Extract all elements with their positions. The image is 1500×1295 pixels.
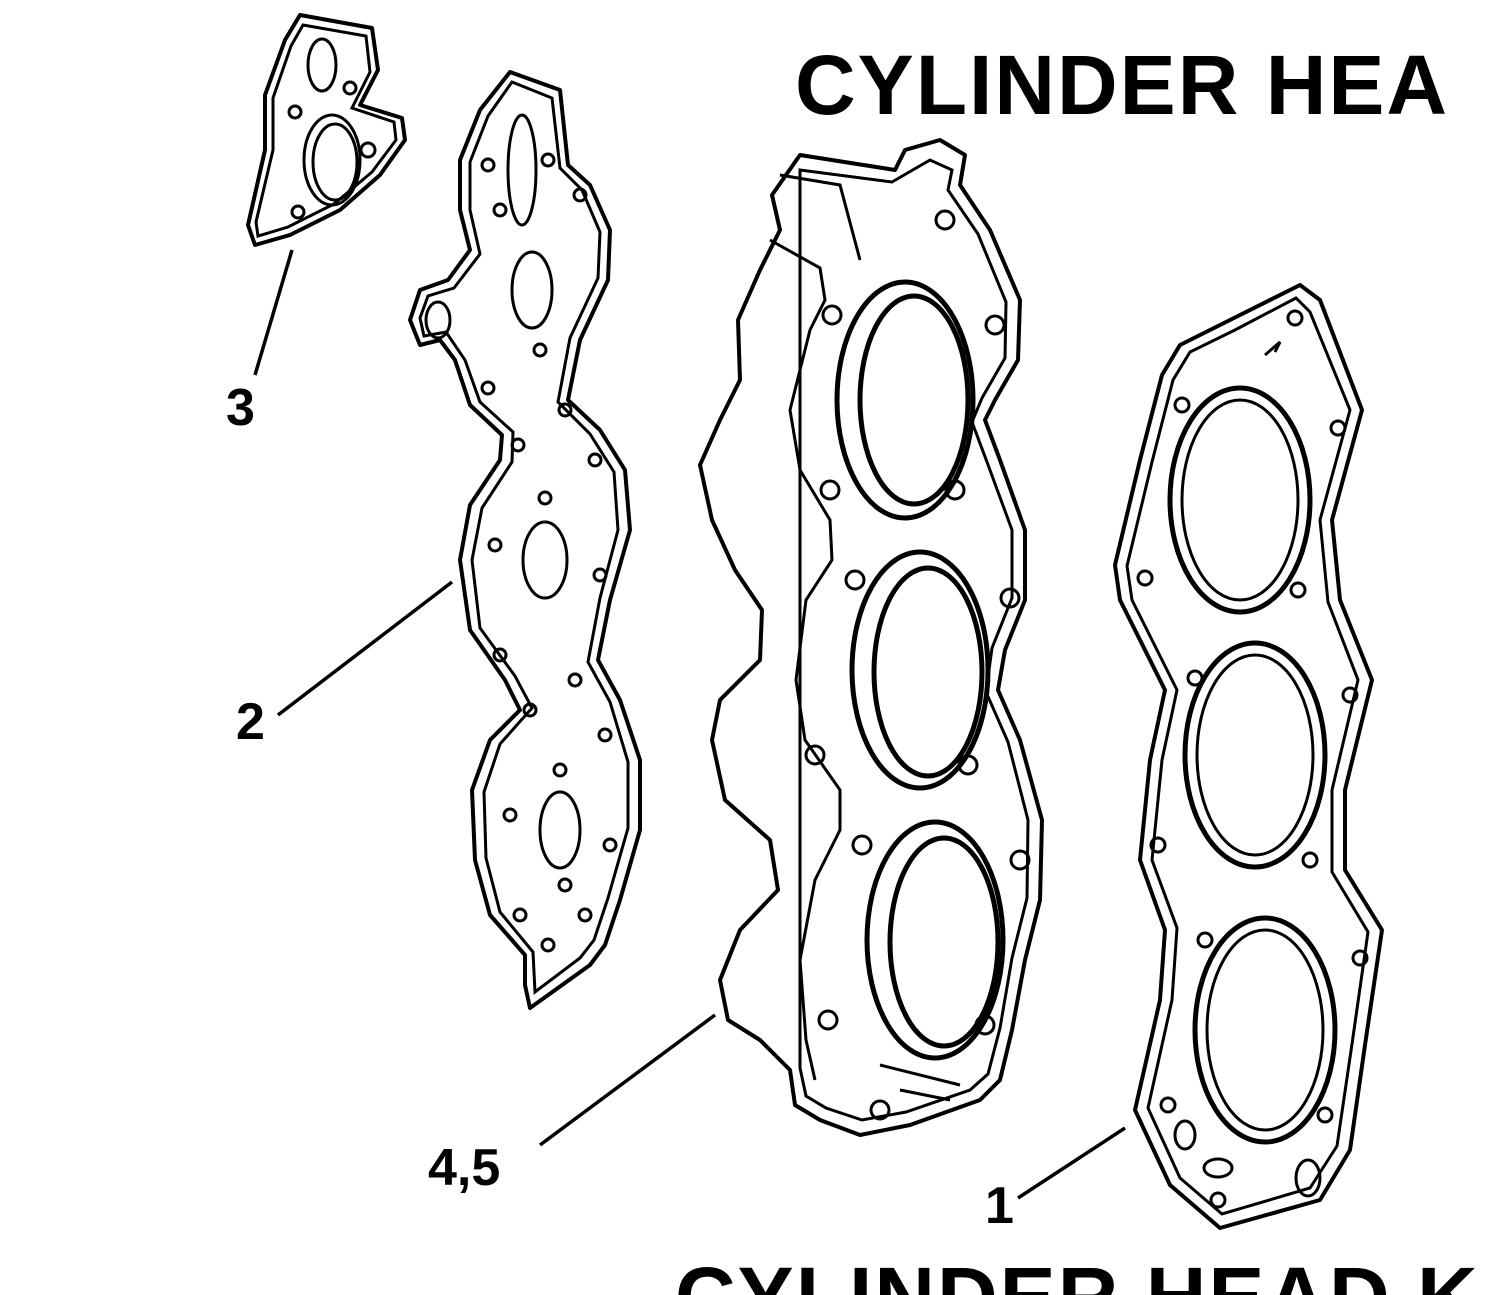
part-2-gasket-plate [408, 70, 642, 1010]
leader-line-part-3 [253, 249, 294, 376]
part-1-head-gasket [1113, 283, 1384, 1230]
callout-part-4-5: 4,5 [428, 1139, 501, 1197]
leader-line-part-2 [276, 580, 454, 717]
leader-line-part-1 [1017, 1126, 1126, 1200]
title-top: CYLINDER HEA [795, 38, 1450, 132]
callout-part-2: 2 [236, 693, 265, 751]
part-3-small-gasket [246, 13, 407, 247]
part-4-5-cylinder-head [698, 138, 1044, 1137]
leader-line-part-4-5 [538, 1013, 717, 1147]
title-bottom: CYLINDER HEAD K [675, 1252, 1480, 1295]
callout-part-3: 3 [226, 379, 255, 437]
callout-part-1: 1 [985, 1177, 1014, 1235]
